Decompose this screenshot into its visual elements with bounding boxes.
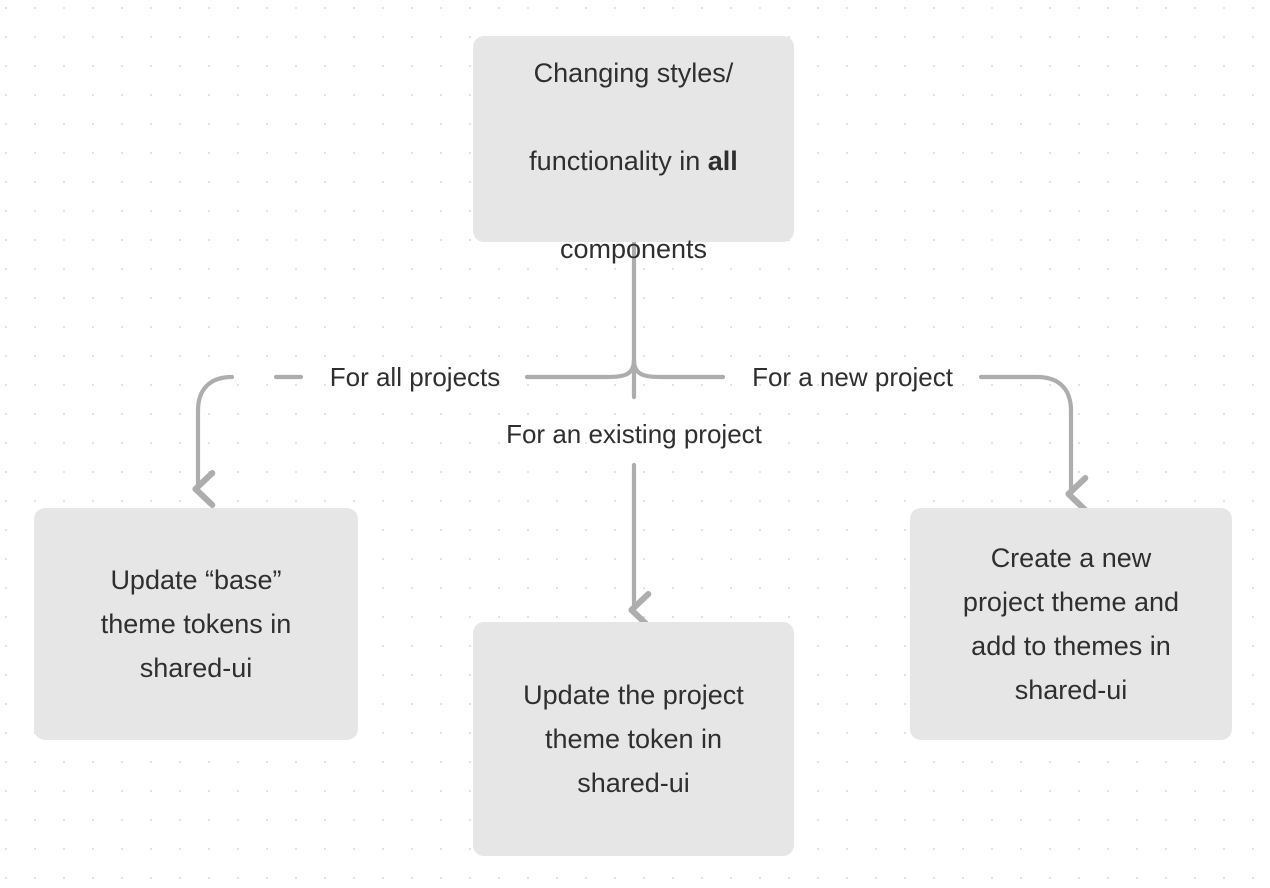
edge-label-for-all-projects: For all projects [329,362,501,392]
changing-styles-node-text: Changing styles/ functionality in all co… [515,7,752,271]
connector-junction-left [524,357,637,380]
connector-right-to-new-theme [978,374,1089,514]
changing-styles-line-1: Changing styles/ [533,58,734,88]
update-project-theme-token-node[interactable]: Update the project theme token in shared… [473,622,794,856]
edge-label-for-an-existing-project: For an existing project [506,419,762,449]
update-base-theme-tokens-node[interactable]: Update “base” theme tokens in shared-ui [34,508,358,740]
changing-styles-node[interactable]: Changing styles/ functionality in all co… [473,36,794,264]
update-base-theme-tokens-node-text: Update “base” theme tokens in shared-ui [100,565,292,683]
connector-junction-right [631,357,726,380]
edge-label-for-a-new-project: For a new project [752,362,953,392]
changing-styles-line-2-prefix: functionality in [529,146,708,176]
update-project-theme-token-node-text: Update the project theme token in shared… [523,680,744,798]
changing-styles-line-3: components [559,234,708,264]
connector-left-to-base-tokens [192,374,235,509]
changing-styles-line-2-emphasis: all [707,146,738,176]
create-new-project-theme-node-text: Create a new project theme and add to th… [962,543,1180,705]
create-new-project-theme-node[interactable]: Create a new project theme and add to th… [910,508,1232,740]
